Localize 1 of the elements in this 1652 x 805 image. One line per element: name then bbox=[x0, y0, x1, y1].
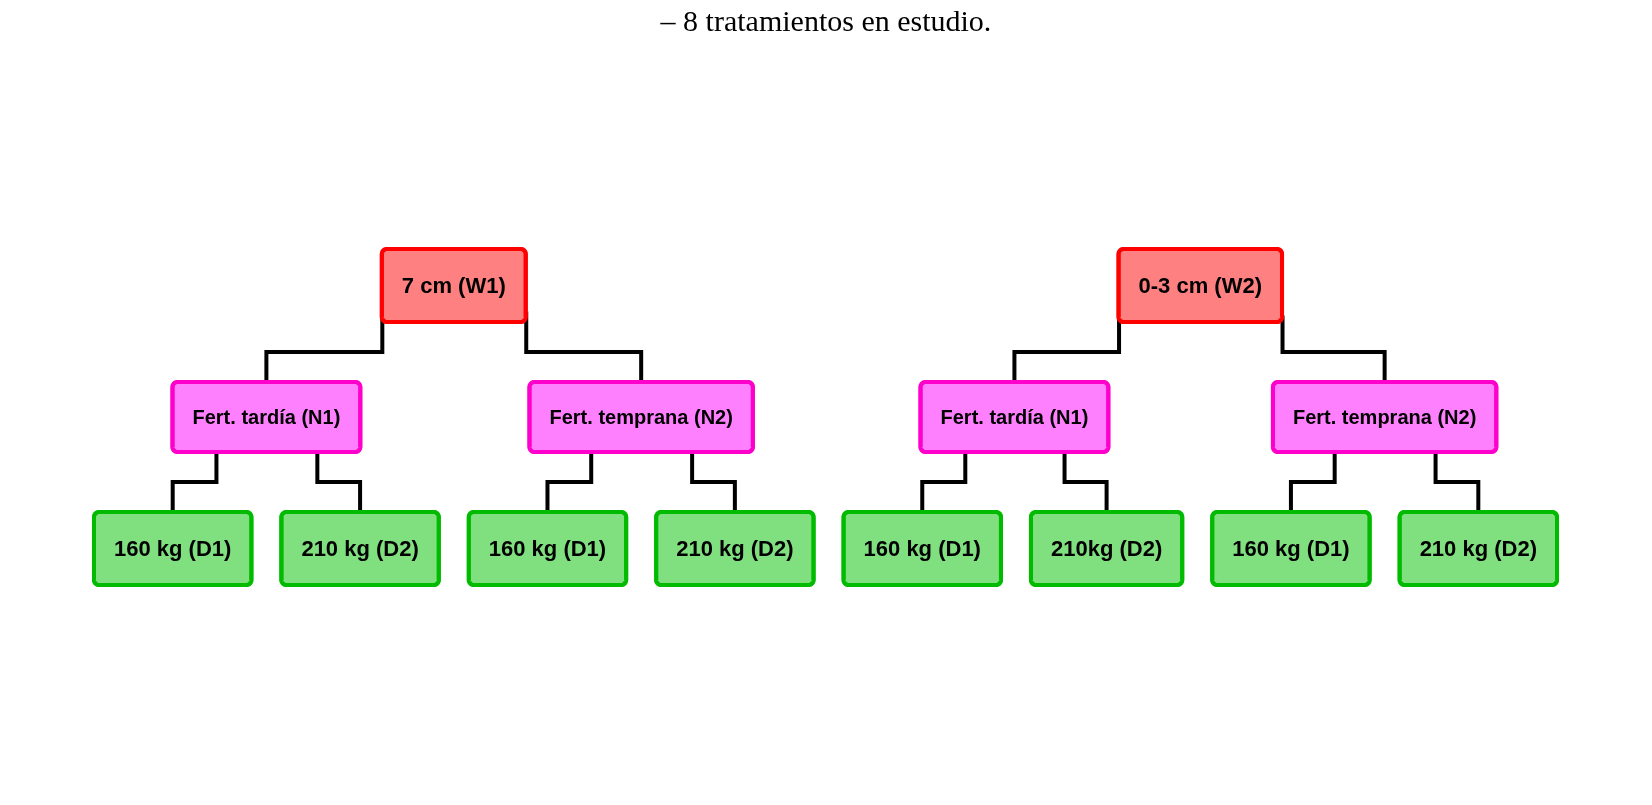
note-text: – 8 tratamientos en estudio. bbox=[659, 4, 993, 38]
